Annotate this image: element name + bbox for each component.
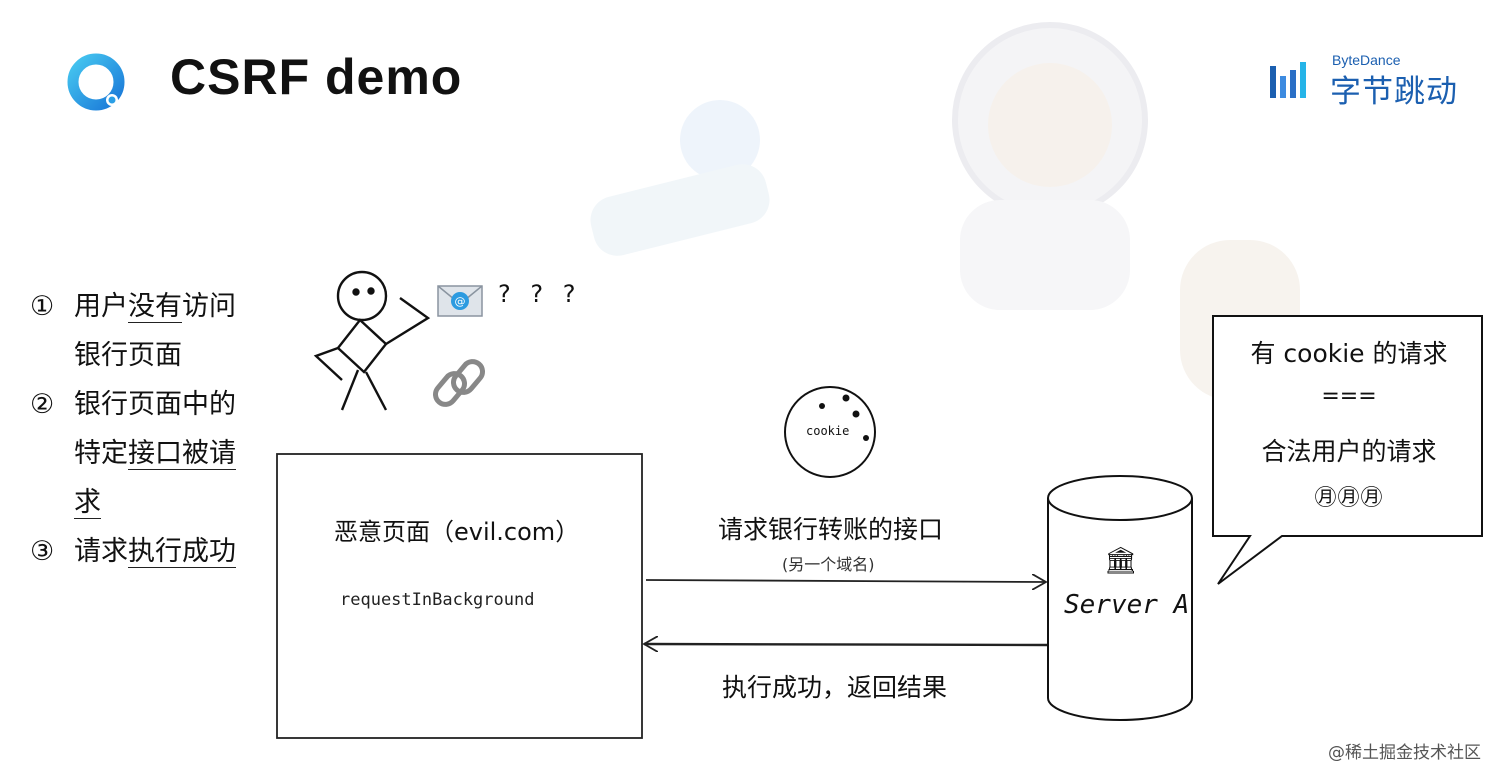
bubble-line: ㊊㊊㊊ <box>1314 486 1384 511</box>
steps-list: ① 用户没有访问 银行页面 ② 银行页面中的 特定接口被请 求 ③ 请求执行成功 <box>30 282 260 576</box>
svg-text:@: @ <box>455 295 466 308</box>
step-text-underlined: 求 <box>74 487 101 519</box>
step-text-underlined: 执行成功 <box>128 536 236 568</box>
brand-name-en: ByteDance <box>1332 52 1401 68</box>
step-number: ③ <box>30 536 55 567</box>
server-cylinder <box>1047 475 1193 721</box>
step-text: 特定 <box>74 438 128 469</box>
request-arrow <box>645 580 1046 582</box>
evil-page-title: 恶意页面（evil.com） <box>334 518 580 546</box>
response-arrow <box>644 644 1049 645</box>
stick-figure-user-icon <box>313 270 431 411</box>
bubble-line: 有 cookie 的请求 <box>1250 339 1448 368</box>
app-logo-icon <box>67 53 125 111</box>
request-sublabel: (另一个域名) <box>782 555 875 574</box>
step-text: 请求 <box>74 536 128 567</box>
step-text: 银行页面中的 <box>74 389 236 420</box>
step-text-underlined: 没有 <box>128 291 182 323</box>
bank-icon: 🏛 <box>1104 546 1138 576</box>
step-3: ③ 请求执行成功 <box>30 527 260 576</box>
step-text-underlined: 接口被请 <box>128 438 236 470</box>
cookie-icon <box>784 386 876 478</box>
bubble-line: === <box>1321 384 1377 409</box>
step-text: 用户 <box>74 291 128 322</box>
step-1: ① 用户没有访问 银行页面 <box>30 282 260 380</box>
speech-bubble <box>1212 315 1483 585</box>
step-2: ② 银行页面中的 特定接口被请 求 <box>30 380 260 527</box>
email-envelope-icon: @ <box>437 285 483 317</box>
bubble-line: 合法用户的请求 <box>1261 437 1437 466</box>
step-number: ② <box>30 389 55 420</box>
step-text: 银行页面 <box>74 340 182 371</box>
cookie-label: cookie <box>806 424 850 438</box>
response-label: 执行成功，返回结果 <box>722 673 948 702</box>
evil-page-code: requestInBackground <box>340 590 535 610</box>
brand-name-cn: 字节跳动 <box>1330 74 1458 110</box>
question-marks: ? ? ? <box>498 280 582 308</box>
watermark: @稀土掘金技术社区 <box>1328 743 1481 763</box>
link-chain-icon <box>433 359 485 407</box>
step-text: 访问 <box>182 291 236 322</box>
server-label: Server A <box>1064 590 1190 620</box>
step-number: ① <box>30 291 55 322</box>
page-title: CSRF demo <box>170 49 463 105</box>
bytedance-logo-icon <box>1270 62 1306 98</box>
request-label: 请求银行转账的接口 <box>718 515 944 544</box>
evil-page-box <box>276 453 643 739</box>
